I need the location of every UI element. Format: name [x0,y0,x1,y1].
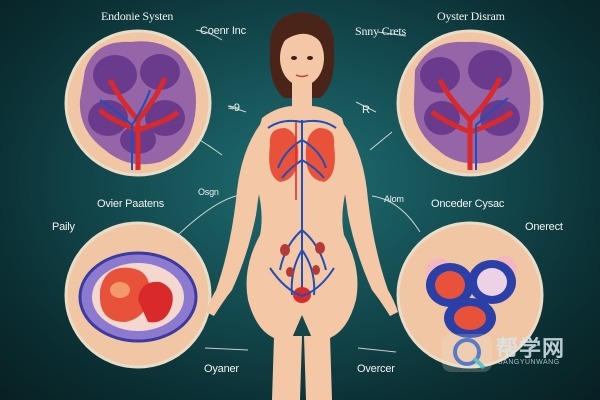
label-arrow-right: R [362,104,370,116]
label-alom: Alom [384,194,404,204]
label-coenr-inc: Coenr Inc [200,25,246,37]
label-ovier-paatens: Ovier Paatens [97,198,165,210]
watermark-chinese-text: 帮学网 [496,337,566,362]
label-paily: Paily [52,221,75,233]
label-overcer: Overcer [357,363,395,375]
label-snny-crets: Snny Crets [355,24,407,38]
label-onerect: Onerect [525,221,563,233]
label-osgn: Osgn [198,187,219,197]
label-endocrine-system: Endonie Systen [101,9,174,23]
label-onceder-cysac: Onceder Cysac [431,198,505,210]
watermark: 帮学网 BANGYUNWANG [444,333,584,373]
watermark-logo-icon [442,334,492,372]
female-body-figure [206,12,398,400]
watermark-english-text: BANGYUNWANG [498,359,560,366]
bottom-right-organ-circle [396,221,544,369]
label-oyaner: Oyaner [204,363,239,375]
connector-lines [177,29,421,353]
bottom-left-organ-circle [64,221,212,369]
label-oyster-disram: Oyster Disram [437,9,505,23]
label-arrow-left: ≈9 [228,102,240,114]
top-left-organ-circle [64,29,212,177]
top-right-organ-circle [396,29,544,177]
